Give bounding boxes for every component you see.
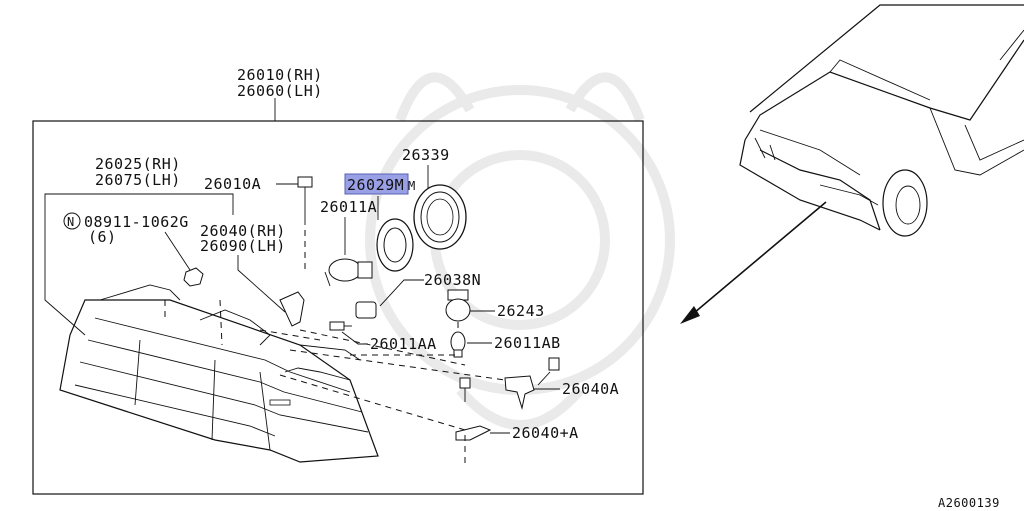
label-seal: 26029M (347, 176, 404, 194)
label-nut-qty: (6) (88, 228, 117, 246)
pointer-arrow (680, 201, 827, 324)
label-bracket-plus-a: 26040+A (512, 424, 579, 442)
diagram-frame (32, 120, 644, 495)
label-bulb-ab: 26011AB (494, 334, 561, 352)
car-illustration (739, 4, 1024, 237)
label-housing-lh: 26075(LH) (95, 171, 181, 189)
label-screw: 26010A (204, 175, 261, 193)
socket-shape (355, 301, 377, 319)
label-nut-part: 08911-1062G (84, 213, 189, 231)
label-cap: 26339 (402, 146, 450, 164)
cap-ring (413, 184, 467, 250)
label-nut-circle: N (67, 215, 75, 229)
headlamp-body (59, 284, 379, 463)
small-bulb-shape (450, 331, 466, 358)
bracket-shape (279, 291, 305, 327)
label-headlamp-lh: 26060(LH) (237, 82, 323, 100)
seal-ring (376, 218, 414, 272)
label-bracket-a: 26040A (562, 380, 619, 398)
bulb-shape (324, 258, 373, 287)
label-seal-suffix: M (408, 179, 416, 193)
figure-code: A2600139 (938, 496, 1000, 510)
nut-shape (183, 267, 204, 287)
label-bulb-aa: 26011AA (370, 335, 437, 353)
label-bulb: 26011A (320, 198, 377, 216)
bracket-plus-a-shape (455, 425, 492, 441)
watermark-emblem (365, 72, 675, 430)
label-aux-socket: 26243 (497, 302, 545, 320)
label-housing-rh: 26025(RH) (95, 155, 181, 173)
wedge-bulb-shape (329, 321, 352, 331)
highlight-box (344, 173, 409, 195)
aux-socket-shape (445, 289, 471, 322)
label-socket: 26038N (424, 271, 481, 289)
bracket-a-shape (504, 375, 535, 410)
label-headlamp-rh: 26010(RH) (237, 66, 323, 84)
label-bracket-lh: 26090(LH) (200, 237, 286, 255)
label-bracket-rh: 26040(RH) (200, 222, 286, 240)
